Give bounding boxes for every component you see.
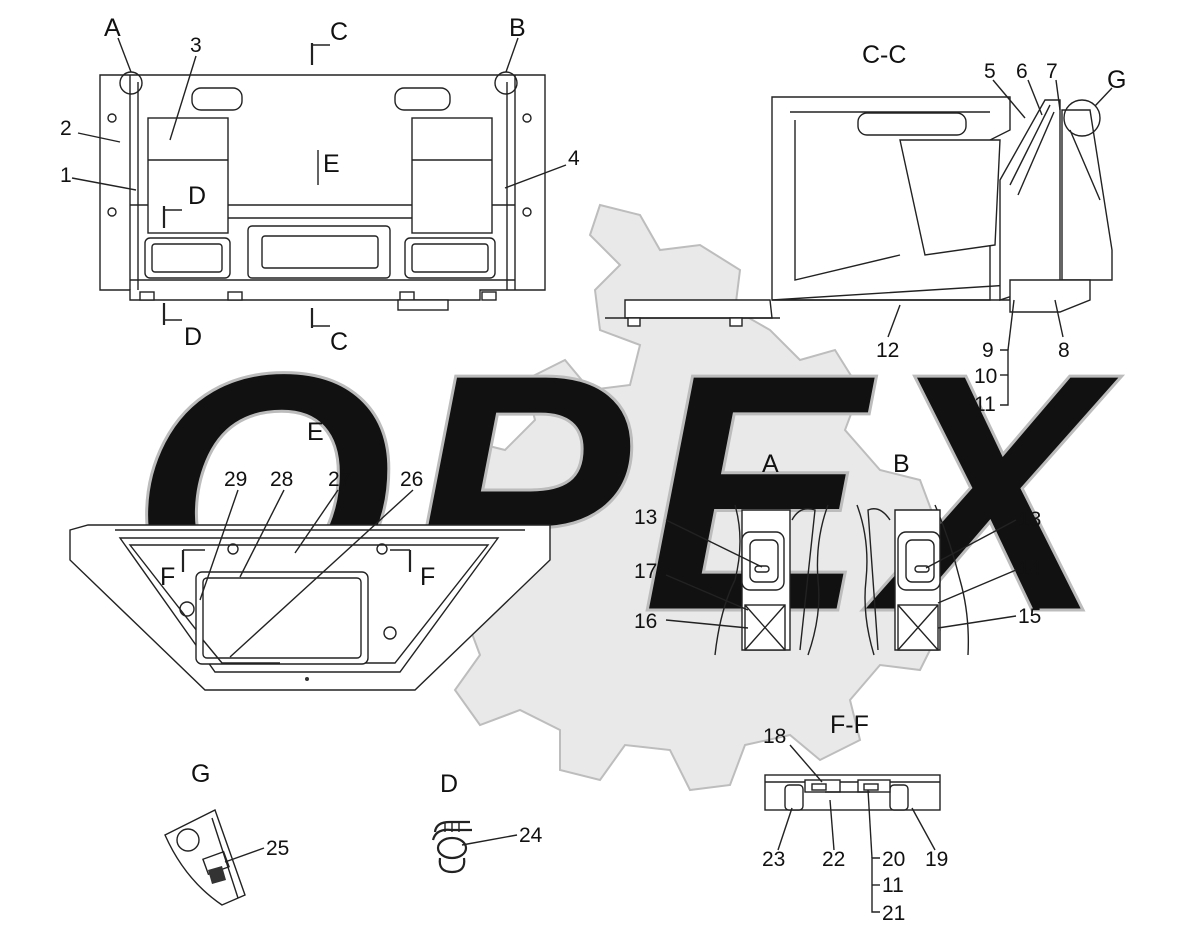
callout-11: 11 [974, 393, 996, 416]
callout-3: 3 [190, 34, 202, 57]
detail-a-marker: A [104, 14, 121, 42]
watermark: OPEX [129, 203, 1122, 792]
platform [624, 299, 773, 319]
callout-14: 14 [1018, 557, 1042, 580]
callout-20: 20 [882, 848, 905, 871]
section-c-c-title: C-C [862, 41, 906, 69]
detail-b: B 13 14 15 [856, 450, 1042, 656]
section-f-marker-left: F [160, 563, 175, 591]
callout-27: 27 [328, 468, 351, 491]
callout-5: 5 [984, 60, 996, 83]
section-c-marker-bottom: C [330, 328, 348, 356]
section-f-marker-right: F [420, 563, 435, 591]
detail-a: A 13 17 16 [634, 450, 829, 656]
detail-d: D 24 [431, 770, 543, 874]
detail-g: G 25 [164, 760, 289, 906]
hinge-detail [164, 809, 246, 906]
callout-4: 4 [568, 147, 580, 170]
callout-28: 28 [270, 468, 293, 491]
section-f-f: F-F 18 23 22 19 20 11 21 [762, 711, 948, 925]
callout-23: 23 [762, 848, 785, 871]
callout-13-a: 13 [634, 506, 657, 529]
callout-22: 22 [822, 848, 845, 871]
view-e: E F F 29 28 27 26 [69, 418, 551, 691]
bracket-8 [1009, 279, 1091, 313]
callout-26: 26 [400, 468, 423, 491]
callout-19: 19 [925, 848, 948, 871]
callout-24: 24 [519, 824, 543, 847]
detail-a-title: A [762, 450, 779, 478]
section-c-marker-top: C [330, 18, 348, 46]
section-d-marker-bottom: D [184, 323, 202, 351]
detail-g-title: G [191, 760, 210, 788]
callout-29: 29 [224, 468, 247, 491]
section-f-f-title: F-F [830, 711, 869, 739]
section-c-c: C-C G 5 6 7 12 8 9 10 11 [605, 41, 1126, 416]
callout-17: 17 [634, 560, 657, 583]
section-d-marker-top: D [188, 182, 206, 210]
watermark-text: OPEX [130, 303, 1122, 683]
callout-6: 6 [1016, 60, 1028, 83]
detail-g-circle [1063, 99, 1101, 137]
callout-12: 12 [876, 339, 899, 362]
callout-7: 7 [1046, 60, 1058, 83]
detail-b-title: B [893, 450, 910, 478]
seat-box [899, 139, 1001, 256]
floor-hatch [195, 571, 369, 665]
callout-15: 15 [1018, 605, 1041, 628]
door-panel [999, 99, 1061, 301]
callout-11-b: 11 [882, 874, 904, 897]
callout-9: 9 [982, 339, 994, 362]
detail-g-marker: G [1107, 66, 1126, 94]
seal-profile [436, 836, 468, 860]
callout-8: 8 [1058, 339, 1070, 362]
callout-25: 25 [266, 837, 289, 860]
detail-d-title: D [440, 770, 458, 798]
main-view: A B C C D D E 3 2 1 4 [60, 14, 580, 356]
callout-18: 18 [763, 725, 786, 748]
hinge-assembly [1061, 109, 1113, 281]
view-e-marker: E [323, 150, 340, 178]
callout-21: 21 [882, 902, 905, 925]
callout-2: 2 [60, 117, 72, 140]
callout-1: 1 [60, 164, 72, 187]
watermark-gear [418, 203, 942, 792]
seat-block-left [147, 117, 229, 234]
callout-10: 10 [974, 365, 997, 388]
callout-13-b: 13 [1018, 508, 1041, 531]
detail-b-marker: B [509, 14, 526, 42]
seat-block-right [411, 117, 493, 234]
callout-16: 16 [634, 610, 657, 633]
view-e-title: E [307, 418, 324, 446]
